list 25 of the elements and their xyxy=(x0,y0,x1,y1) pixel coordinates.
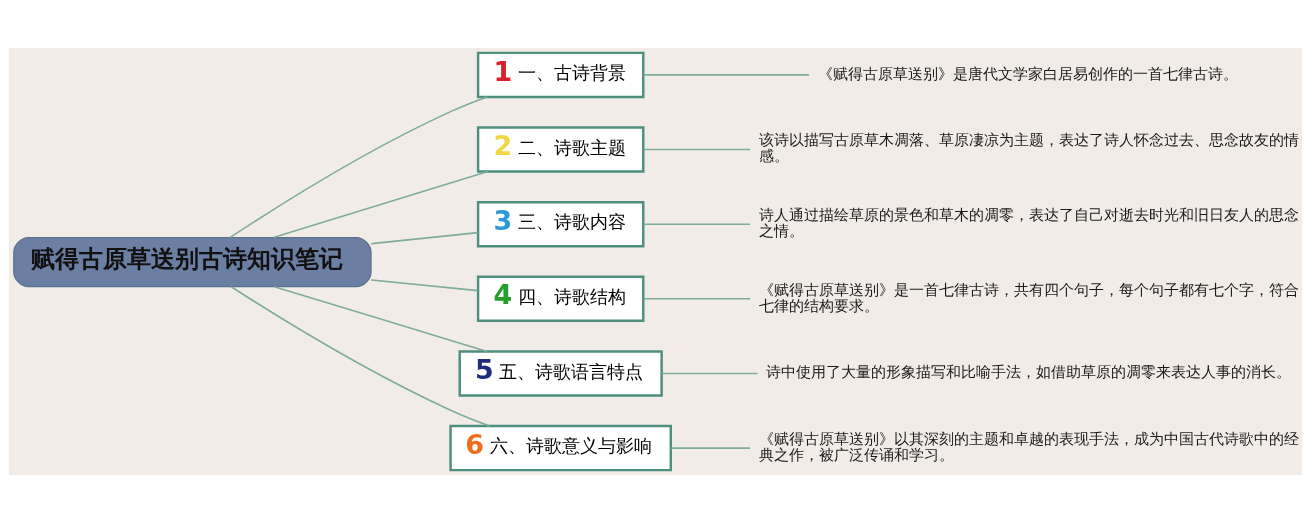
connector xyxy=(670,446,751,449)
node-box: 1 一、古诗背景 xyxy=(476,51,645,98)
connector xyxy=(642,222,751,225)
connector xyxy=(272,170,489,238)
connector xyxy=(642,73,810,76)
connector xyxy=(273,285,488,352)
node-box: 赋得古原草送别古诗知识笔记 xyxy=(13,236,372,287)
node-box: 2 二、诗歌主题 xyxy=(476,125,645,173)
node-text: 该诗以描写古原草木凋落、草原凄凉为主题，表达了诗人怀念过去、思念故友的情感。 xyxy=(758,130,1299,164)
connector xyxy=(642,297,751,300)
connector xyxy=(370,278,479,291)
node-text: 《赋得古原草送别》是一首七律古诗，共有四个句子，每个句子都有七个字，符合七律的结构要求。 xyxy=(758,280,1299,314)
node-text: 诗人通过描绘草原的景色和草木的凋零，表达了自己对逝去时光和旧日友人的思念之情。 xyxy=(758,205,1299,239)
node-text: 诗中使用了大量的形象描写和比喻手法，如借助草原的凋零来表达人事的消长。 xyxy=(766,362,1292,380)
node-box: 6 六、诗歌意义与影响 xyxy=(449,424,672,471)
node-text: 《赋得古原草送别》以其深刻的主题和卓越的表现手法，成为中国古代诗歌中的经典之作，被广泛传诵和学习。 xyxy=(758,429,1299,463)
node-box: 4 四、诗歌结构 xyxy=(476,275,645,322)
node-box: 3 三、诗歌内容 xyxy=(476,200,645,247)
connector xyxy=(230,285,491,427)
node-box: 5 五、诗歌语言特点 xyxy=(458,349,663,397)
connector xyxy=(661,372,759,374)
connector xyxy=(229,95,488,238)
connector xyxy=(642,148,751,150)
node-text: 《赋得古原草送别》是唐代文学家白居易创作的一首七律古诗。 xyxy=(817,64,1238,82)
connector xyxy=(370,231,479,244)
